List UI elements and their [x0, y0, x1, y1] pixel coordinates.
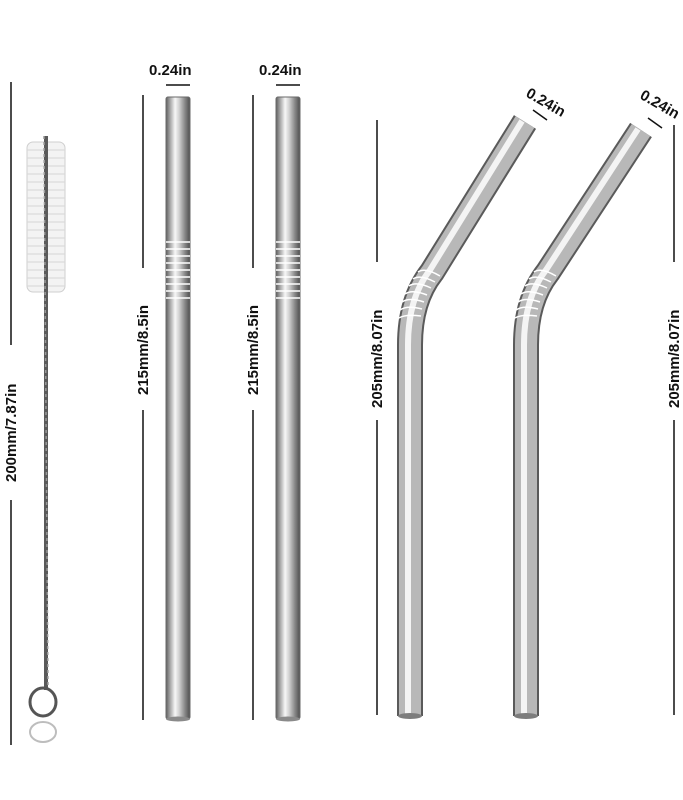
bent-straw-2-diameter-label: 0.24in	[637, 87, 682, 123]
straight-straw-1-diameter-dimension: 0.24in	[149, 62, 192, 86]
straw-bend-ridges	[166, 241, 190, 299]
bent-straw-2	[513, 122, 652, 719]
brush-length-dimension: 200mm/7.87in	[3, 82, 20, 745]
straight-straw-1	[165, 96, 191, 722]
straight-straw-2-diameter-dimension: 0.24in	[259, 62, 302, 86]
bent-straw-1-diameter-label: 0.24in	[523, 85, 568, 121]
straight-straw-2	[275, 96, 301, 722]
straw-bend-ridges	[276, 241, 300, 299]
bent-straw-1-length-label: 205mm/8.07in	[369, 310, 386, 408]
straight-straw-1-length-dimension: 215mm/8.5in	[135, 95, 152, 720]
straight-straw-2-diameter-label: 0.24in	[259, 62, 302, 79]
bent-straw-2-length-dimension: 205mm/8.07in	[666, 125, 683, 715]
straw-bend-ridges	[398, 269, 441, 319]
straight-straw-2-length-label: 215mm/8.5in	[245, 305, 262, 395]
bent-straw-2-length-label: 205mm/8.07in	[666, 310, 683, 408]
straight-straw-2-length-dimension: 215mm/8.5in	[245, 95, 262, 720]
brush-wire-handle	[28, 135, 58, 743]
bent-straw-1-diameter-dimension: 0.24in	[523, 85, 568, 121]
bent-straw-1	[397, 115, 537, 719]
bent-straw-2-diameter-dimension: 0.24in	[637, 87, 682, 129]
bent-straw-1-length-dimension: 205mm/8.07in	[369, 120, 386, 715]
straight-straw-1-diameter-label: 0.24in	[149, 62, 192, 79]
straw-bend-ridges	[514, 269, 557, 319]
cleaning-brush	[26, 135, 66, 743]
straight-straw-1-length-label: 215mm/8.5in	[135, 305, 152, 395]
brush-length-label: 200mm/7.87in	[3, 384, 20, 482]
